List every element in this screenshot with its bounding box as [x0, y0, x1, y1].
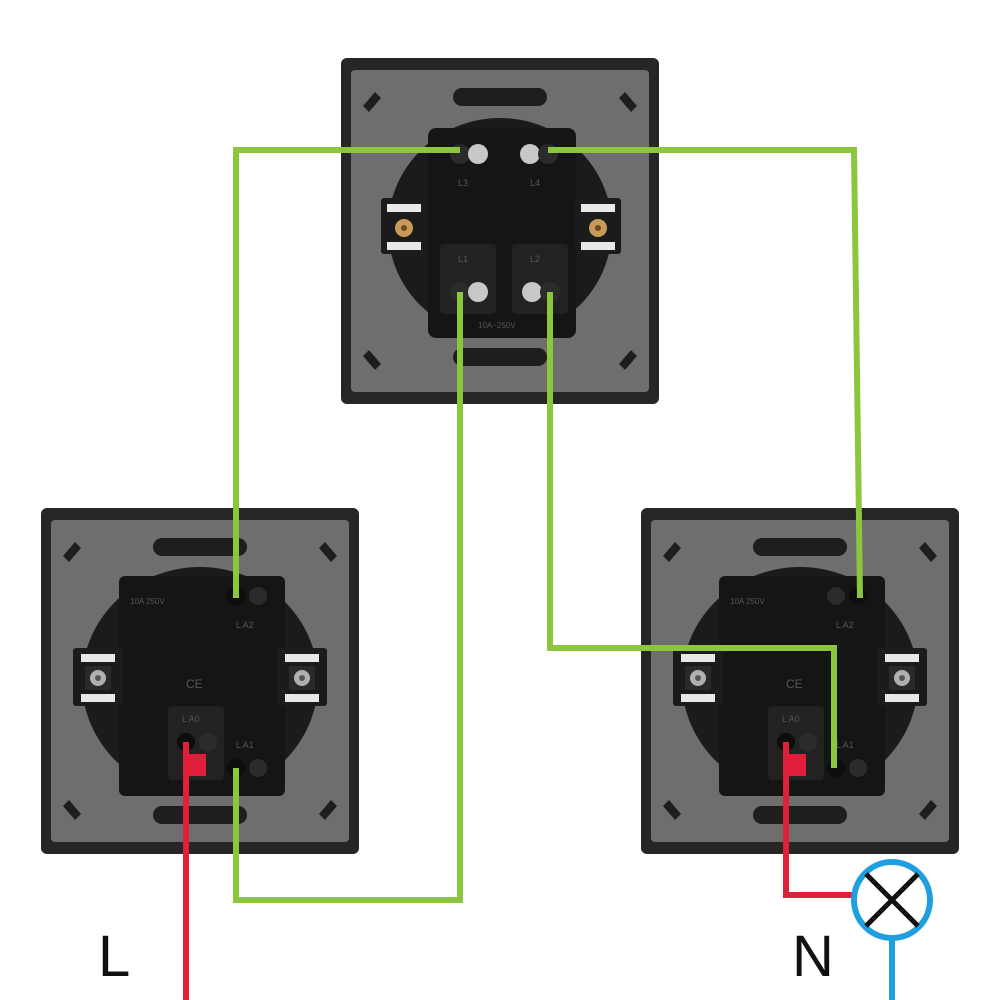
- terminal-label: L3: [458, 178, 468, 188]
- ce-mark: CE: [186, 677, 203, 691]
- terminal-label: L1: [458, 254, 468, 264]
- rating-label: 10A~250V: [478, 321, 516, 330]
- terminal-label: L A1: [236, 740, 254, 750]
- lamp-cross-icon: [851, 859, 933, 941]
- neutral-label: N: [792, 924, 834, 989]
- ce-mark: CE: [786, 677, 803, 691]
- terminal-label: L2: [530, 254, 540, 264]
- traveller-wire-l4: [548, 147, 863, 599]
- traveller-wire-l1: [233, 292, 463, 903]
- switched-live-wire: [783, 742, 852, 898]
- rating-label: 10A 250V: [730, 597, 765, 606]
- left-two-way-switch: 10A 250V CE L A2 L A1 L A0: [41, 508, 359, 854]
- terminal-label: L A2: [836, 620, 854, 630]
- traveller-wire-l2: [547, 292, 837, 768]
- terminal-label: L4: [530, 178, 540, 188]
- right-two-way-switch: 10A 250V CE L A2 L A1 L A0: [641, 508, 959, 854]
- terminal-label: L A1: [836, 740, 854, 750]
- traveller-wire-l3: [233, 147, 460, 598]
- traveller-wires: [233, 147, 863, 903]
- intermediate-switch: L3 L4 L1 L2 10A~250V: [341, 58, 659, 404]
- terminal-label: L A0: [182, 714, 200, 724]
- live-label: L: [98, 924, 131, 989]
- terminal-label: L A2: [236, 620, 254, 630]
- rating-label: 10A 250V: [130, 597, 165, 606]
- terminal-label: L A0: [782, 714, 800, 724]
